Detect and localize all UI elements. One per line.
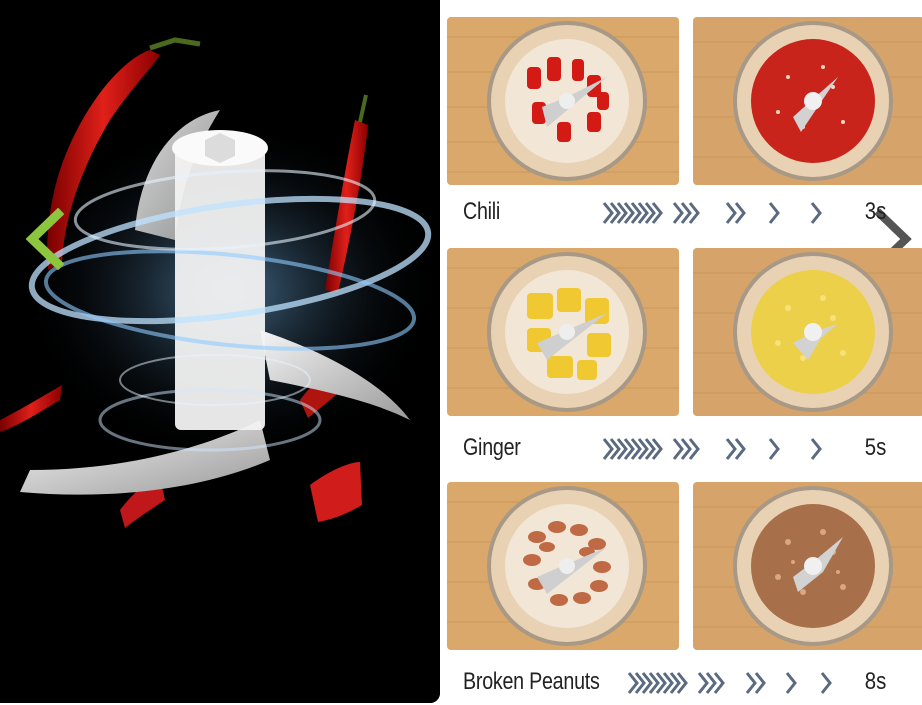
- step-time: 8s: [864, 668, 886, 695]
- chevron-left-icon[interactable]: [22, 208, 72, 270]
- chili-before-photo: [447, 17, 679, 185]
- peanuts-after-photo: [693, 482, 922, 650]
- peanuts-step-caption: Broken Peanuts 8s: [447, 660, 886, 704]
- chili-after-photo: [693, 17, 922, 185]
- step-time: 5s: [864, 434, 886, 461]
- step-time: 3s: [864, 198, 886, 225]
- progress-chevrons-icon: [602, 438, 822, 460]
- step-label: Chili: [463, 198, 501, 225]
- ginger-after-photo: [693, 248, 922, 416]
- ginger-step-caption: Ginger 5s: [447, 426, 886, 470]
- product-hero-image: [0, 0, 440, 703]
- progress-chevrons-icon: [627, 672, 832, 694]
- blade-illustration: [0, 0, 440, 703]
- step-label: Broken Peanuts: [463, 668, 600, 695]
- chili-step-caption: Chili 3s: [447, 190, 886, 234]
- progress-chevrons-icon: [602, 202, 822, 224]
- step-label: Ginger: [463, 434, 521, 461]
- peanuts-before-photo: [447, 482, 679, 650]
- ginger-before-photo: [447, 248, 679, 416]
